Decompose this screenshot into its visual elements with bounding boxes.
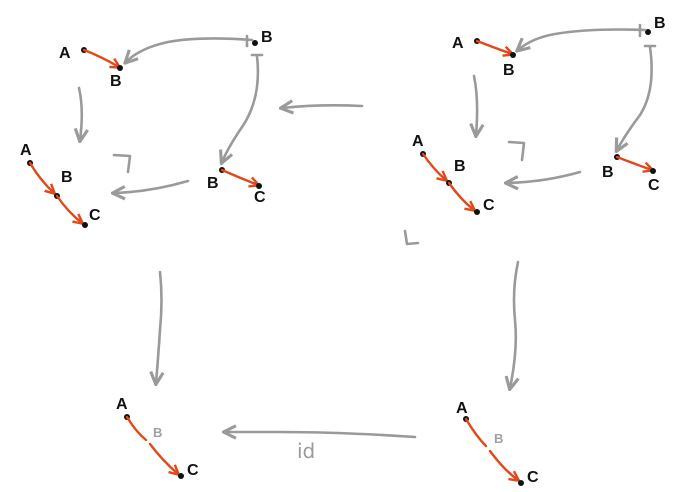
top-left-composite-a-label: A — [20, 142, 32, 159]
center-corner-mark — [403, 229, 420, 246]
top-left-corner-label: B — [261, 29, 273, 46]
top-left-square: A B B B C — [20, 29, 273, 228]
identity-arrow — [225, 432, 417, 437]
top-right-span-to-composite-arrow — [474, 74, 477, 135]
top-left-pullback-corner-symbol — [112, 153, 132, 174]
identity-label: id — [297, 439, 315, 463]
top-right-composite-path: A B C — [412, 133, 495, 215]
top-left-leg-morphism: B C — [207, 167, 266, 206]
top-right-composite-c-label: C — [483, 197, 495, 214]
top-right-corner-to-leg-arrow — [617, 45, 653, 150]
top-right-span-target-label: B — [503, 62, 515, 79]
top-left-corner-object: B — [252, 29, 273, 46]
bottom-left-b-label: B — [153, 425, 162, 440]
top-left-leg-source-label: B — [207, 175, 219, 192]
top-left-composite-path: A B C — [20, 142, 101, 228]
bottom-right-a-label: A — [456, 400, 468, 417]
right-vertical-arrow — [510, 260, 518, 388]
top-left-span-source-label: A — [59, 45, 71, 62]
top-left-leg-target-label: C — [254, 189, 266, 206]
top-left-composite-c-label: C — [89, 207, 101, 224]
top-right-corner-label: B — [654, 15, 666, 32]
top-right-leg-target-label: C — [648, 177, 660, 194]
bottom-right-c-label: C — [527, 469, 539, 486]
top-right-corner-object: B — [645, 15, 666, 35]
top-left-corner-to-leg-arrow — [222, 54, 260, 162]
bottom-right-b-label: B — [494, 431, 503, 446]
top-left-composite-b-label: B — [61, 169, 73, 186]
top-left-corner-to-span-arrow — [126, 37, 254, 62]
top-right-composite-a-label: A — [412, 133, 424, 150]
left-vertical-arrow — [156, 270, 162, 383]
bottom-left-c-label: C — [187, 462, 199, 479]
top-right-span-source-label: A — [452, 35, 464, 52]
top-right-span-morphism: A B — [452, 35, 516, 79]
bottom-left-a-label: A — [116, 396, 128, 413]
bottom-right-composite: A B C — [456, 400, 539, 486]
top-left-span-morphism: A B — [59, 45, 123, 90]
top-right-leg-source-label: B — [602, 164, 614, 181]
top-left-span-to-composite-arrow — [79, 86, 82, 140]
top-right-to-top-left-arrow — [282, 105, 364, 108]
top-right-corner-to-span-arrow — [518, 28, 647, 51]
top-left-span-target-label: B — [110, 73, 122, 90]
top-right-pullback-corner-symbol — [507, 140, 526, 162]
top-right-composite-b-label: B — [454, 158, 466, 175]
top-right-square: A B B B C A B C — [412, 15, 666, 215]
top-left-leg-to-composite-arrow — [114, 179, 190, 193]
top-right-leg-morphism: B C — [602, 154, 660, 194]
top-right-leg-to-composite-arrow — [507, 170, 582, 183]
bottom-left-composite: A B C — [116, 396, 199, 479]
